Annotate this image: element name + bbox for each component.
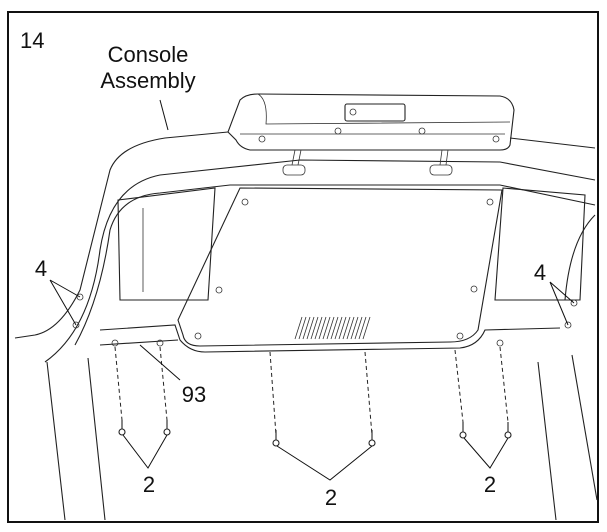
label-console-assembly-line1: Console xyxy=(108,42,189,67)
leader-lines xyxy=(49,99,575,481)
vent-grille xyxy=(294,316,371,340)
label-part-2-center: 2 xyxy=(325,485,337,510)
label-part-2-right: 2 xyxy=(484,472,496,497)
console-drawing xyxy=(14,93,598,521)
step-number: 14 xyxy=(20,28,44,53)
label-part-4-right: 4 xyxy=(534,260,546,285)
label-part-2-left: 2 xyxy=(143,472,155,497)
screw-icon xyxy=(272,430,280,447)
screw-icon xyxy=(118,420,126,436)
label-part-93: 93 xyxy=(182,382,206,407)
diagram-frame xyxy=(7,11,599,523)
display-recess xyxy=(344,103,406,122)
label-console-assembly-line2: Assembly xyxy=(100,68,195,93)
screw-dashed-lines xyxy=(114,346,509,436)
label-part-4-left: 4 xyxy=(35,256,47,281)
screw-icon xyxy=(459,422,467,439)
